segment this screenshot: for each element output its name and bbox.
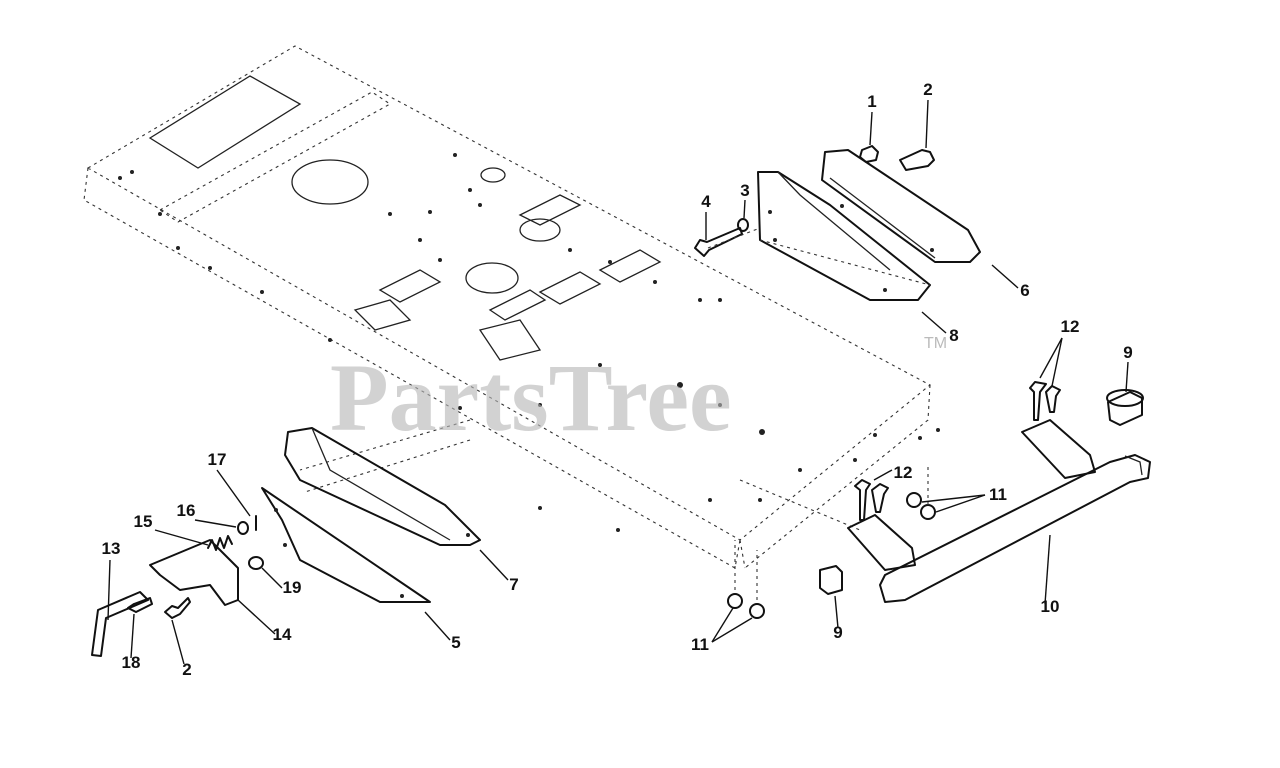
callout-c14: 14 — [273, 625, 292, 644]
leader-lines — [107, 99, 1129, 665]
callout-c9b: 9 — [833, 623, 842, 642]
callout-c11a: 11 — [989, 485, 1007, 504]
callout-c12a: 12 — [1061, 317, 1080, 336]
callout-c19: 19 — [283, 578, 302, 597]
callout-c2b: 2 — [182, 660, 191, 679]
callout-c1: 1 — [867, 92, 876, 111]
callout-c17: 17 — [208, 450, 227, 469]
callout-c7: 7 — [509, 575, 518, 594]
callout-c3: 3 — [740, 181, 749, 200]
callout-c12b: 12 — [894, 463, 913, 482]
part-6-guard — [821, 149, 981, 263]
part-7-guard — [284, 427, 481, 546]
callout-c18: 18 — [122, 653, 141, 672]
watermark: PartsTree TM — [330, 335, 947, 451]
callout-c10: 10 — [1041, 597, 1060, 616]
part-5-plate — [261, 487, 431, 603]
callout-c5: 5 — [451, 633, 460, 652]
callout-c11b: 11 — [691, 635, 709, 654]
callout-c4: 4 — [701, 192, 711, 211]
watermark-text: PartsTree — [330, 344, 732, 451]
part-9-rollers — [819, 389, 1144, 595]
fasteners-upper — [694, 145, 935, 286]
callout-c8: 8 — [949, 326, 958, 345]
main-frame — [83, 45, 940, 569]
part-10-bumper — [847, 419, 1151, 603]
callout-c9a: 9 — [1123, 343, 1132, 362]
hardware-bumper — [727, 381, 1061, 619]
callout-c15: 15 — [134, 512, 153, 531]
callout-c13: 13 — [102, 539, 121, 558]
callout-c16: 16 — [177, 501, 196, 520]
callout-c2a: 2 — [923, 80, 932, 99]
watermark-trademark: TM — [924, 335, 947, 352]
hardware-left — [91, 515, 264, 657]
part-8-plate — [757, 171, 931, 301]
callout-c6: 6 — [1020, 281, 1029, 300]
